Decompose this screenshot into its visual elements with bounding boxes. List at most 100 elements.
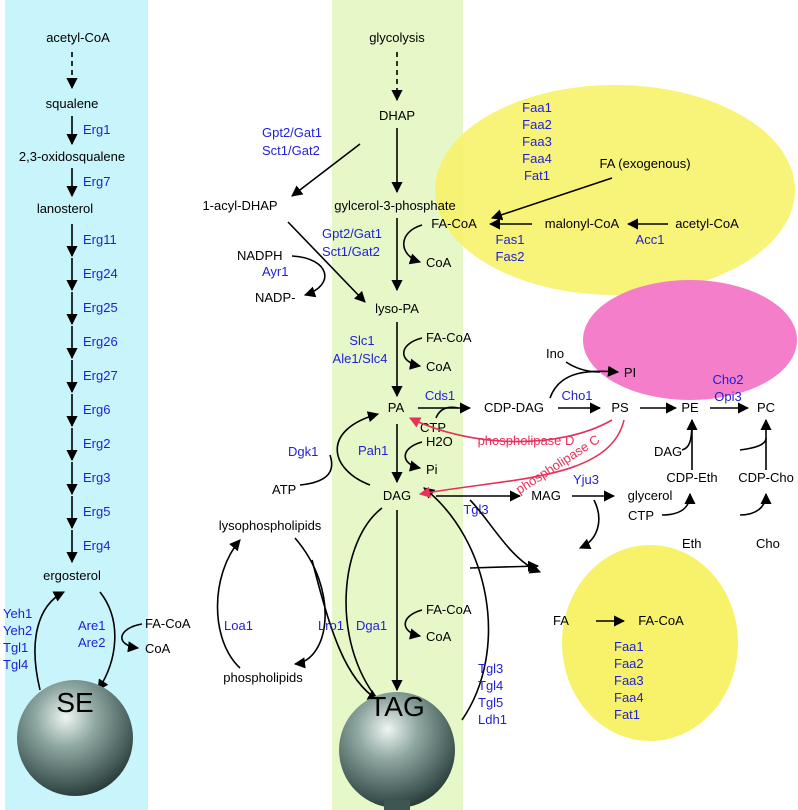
arrow-ergosterol-to-se (97, 591, 116, 691)
ps: PS (611, 400, 629, 415)
nadp: NADP- (255, 290, 295, 305)
pc: PC (757, 400, 775, 415)
enzyme-tgl3-a: Tgl3 (463, 502, 488, 517)
tag-fa-coa: FA-CoA (638, 613, 684, 628)
arrow-cho-cdpcho (739, 492, 772, 516)
arrow-acyldhap-lysopa (287, 221, 366, 303)
arrow-dag-cdpeth (681, 418, 698, 451)
enzyme-are1: Are1 (78, 618, 105, 633)
arrow-ctp-cdpeth (661, 492, 696, 516)
fatty-acid-synthesis-blob (435, 85, 795, 295)
pi-phosphate: Pi (426, 462, 438, 477)
enzyme-faa3-b: Faa3 (614, 673, 644, 688)
enzyme-erg6: Erg6 (83, 402, 110, 417)
enzyme-yju3: Yju3 (573, 472, 599, 487)
enzyme-tgl3-b: Tgl3 (478, 661, 503, 676)
cdp-dag: CDP-DAG (484, 400, 544, 415)
arrow-phospholipase-d (408, 417, 613, 443)
lanosterol: lanosterol (37, 201, 93, 216)
glycerol-3-phosphate: gylcerol-3-phosphate (334, 198, 455, 213)
lysophospholipids: lysophospholipids (219, 518, 322, 533)
enzyme-opi3: Opi3 (714, 389, 741, 404)
mag: MAG (531, 488, 561, 503)
glycolysis: glycolysis (369, 30, 425, 45)
arrow-tag-fa (469, 560, 540, 572)
enzyme-yeh2: Yeh2 (3, 623, 32, 638)
arrow-ino (565, 361, 601, 373)
arrow-phospholipase-c (418, 419, 625, 498)
enzyme-erg11: Erg11 (83, 232, 117, 247)
coa-3: CoA (426, 629, 452, 644)
enzyme-fat1-a: Fat1 (524, 168, 550, 183)
enzyme-sct1-gat2-b: Sct1/Gat2 (322, 244, 380, 259)
cdp-cho: CDP-Cho (738, 470, 794, 485)
phospholipids: phospholipids (223, 670, 303, 685)
arrow-lro1-to-tag (311, 559, 379, 701)
enzyme-fas1: Fas1 (496, 232, 525, 247)
enzyme-ldh1: Ldh1 (478, 712, 507, 727)
arrow-nadph-nadp (291, 255, 326, 298)
arrow-phospholipids-lyso (216, 539, 241, 669)
enzyme-erg25: Erg25 (83, 300, 118, 315)
pa: PA (388, 400, 405, 415)
arrow-se-facoa-coa (121, 623, 143, 653)
coa-1: CoA (426, 255, 452, 270)
enzyme-erg2: Erg2 (83, 436, 110, 451)
squalene: squalene (46, 96, 99, 111)
eth: Eth (682, 536, 702, 551)
ergosterol: ergosterol (43, 568, 101, 583)
arrow-atp (299, 454, 333, 486)
phospholipase-d: phospholipase D (478, 433, 575, 448)
tag-droplet-stem (384, 800, 410, 810)
acyl-dhap: 1-acyl-DHAP (202, 198, 277, 213)
enzyme-loa1: Loa1 (224, 618, 253, 633)
enzyme-erg5: Erg5 (83, 504, 110, 519)
enzyme-acc1: Acc1 (636, 232, 665, 247)
malonyl-coa: malonyl-CoA (545, 216, 620, 231)
arrow-dag-pa-dgk1 (336, 411, 380, 486)
enzyme-slc1: Slc1 (349, 333, 374, 348)
enzyme-gpt2-gat1-b: Gpt2/Gat1 (322, 226, 382, 241)
enzyme-erg1: Erg1 (83, 122, 110, 137)
enzyme-tgl1: Tgl1 (3, 640, 28, 655)
arrow-g3p-facoa-coa (403, 224, 423, 265)
se-lipid-droplet (17, 680, 133, 796)
cho: Cho (756, 536, 780, 551)
arrow-mag-fa (578, 499, 600, 550)
enzyme-erg26: Erg26 (83, 334, 118, 349)
arrow-dag-facoa-coa (404, 609, 423, 640)
dhap: DHAP (379, 108, 415, 123)
enzyme-dga1: Dga1 (356, 618, 387, 633)
enzyme-tgl4-b: Tgl4 (478, 678, 503, 693)
fa-exogenous: FA (exogenous) (599, 156, 690, 171)
cdp-eth: CDP-Eth (666, 470, 717, 485)
pe: PE (681, 400, 699, 415)
arrow-lysopa-facoa-coa (403, 337, 423, 370)
enzyme-fas2: Fas2 (496, 249, 525, 264)
arrow-cdpdag-pi (549, 365, 620, 399)
enzyme-cho1: Cho1 (561, 388, 592, 403)
enzyme-ale1-slc4: Ale1/Slc4 (333, 351, 388, 366)
se-coa: CoA (145, 641, 171, 656)
enzyme-faa1-b: Faa1 (614, 639, 644, 654)
ino: Ino (546, 346, 564, 361)
glycerol: glycerol (628, 488, 673, 503)
arrow-lro1 (293, 537, 326, 669)
enzyme-sct1-gat2-a: Sct1/Gat2 (262, 143, 320, 158)
arrow-tag-to-dag (423, 487, 490, 721)
enzyme-erg27: Erg27 (83, 368, 118, 383)
enzyme-faa2-b: Faa2 (614, 656, 644, 671)
enzyme-fat1-b: Fat1 (614, 707, 640, 722)
fas-fa-coa: FA-CoA (431, 216, 477, 231)
tag-droplet-label: TAG (369, 691, 424, 722)
phospholipid-blob (583, 280, 797, 400)
free-fa: FA (553, 613, 569, 628)
enzyme-faa3-a: Faa3 (522, 134, 552, 149)
enzyme-tgl4: Tgl4 (3, 657, 28, 672)
enzyme-faa1-a: Faa1 (522, 100, 552, 115)
enzyme-are2: Are2 (78, 635, 105, 650)
arrow-dhap-acyl-dhap (291, 143, 361, 197)
fa-coa-3: FA-CoA (426, 602, 472, 617)
se-fa-coa: FA-CoA (145, 616, 191, 631)
